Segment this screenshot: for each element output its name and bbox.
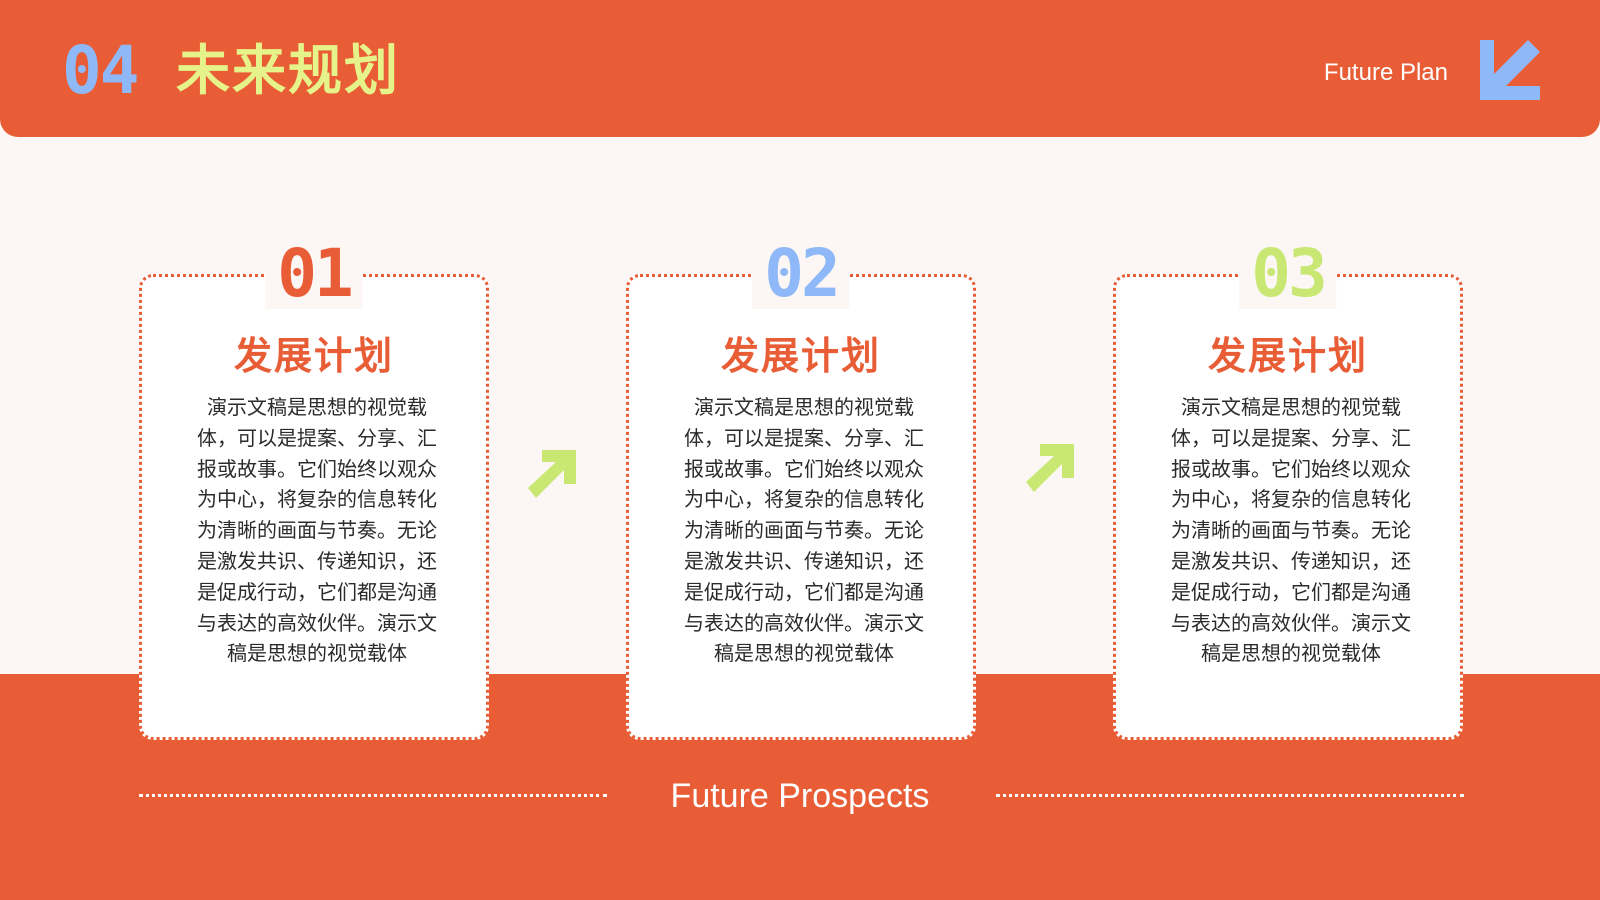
- footer-divider-left: [139, 794, 607, 797]
- card-number: 02: [752, 239, 850, 309]
- arrow-down-left-icon: [1480, 40, 1540, 100]
- arrow-up-right-icon: [528, 450, 576, 498]
- card-body: 演示文稿是思想的视觉载体，可以是提案、分享、汇报或故事。它们始终以观众为中心，将…: [197, 395, 437, 666]
- card-body: 演示文稿是思想的视觉载体，可以是提案、分享、汇报或故事。它们始终以观众为中心，将…: [684, 395, 924, 666]
- header-subtitle: Future Plan: [1323, 59, 1448, 86]
- arrow-up-right-icon: [1026, 444, 1074, 492]
- footer-divider-right: [996, 794, 1464, 797]
- plan-card-1: 01 发展计划 演示文稿是思想的视觉载体，可以是提案、分享、汇报或故事。它们始终…: [139, 239, 489, 740]
- card-title: 发展计划: [720, 334, 881, 378]
- card-body: 演示文稿是思想的视觉载体，可以是提案、分享、汇报或故事。它们始终以观众为中心，将…: [1171, 395, 1411, 666]
- header-bar: [0, 0, 1600, 137]
- plan-card-2: 02 发展计划 演示文稿是思想的视觉载体，可以是提案、分享、汇报或故事。它们始终…: [626, 239, 976, 740]
- card-title: 发展计划: [233, 334, 394, 378]
- section-number: 04: [62, 32, 139, 109]
- plan-card-3: 03 发展计划 演示文稿是思想的视觉载体，可以是提案、分享、汇报或故事。它们始终…: [1113, 239, 1463, 740]
- card-number: 03: [1239, 239, 1337, 309]
- card-title: 发展计划: [1207, 334, 1368, 378]
- footer-text: Future Prospects: [670, 777, 930, 815]
- card-number: 01: [265, 239, 363, 309]
- section-title: 未来规划: [176, 39, 400, 102]
